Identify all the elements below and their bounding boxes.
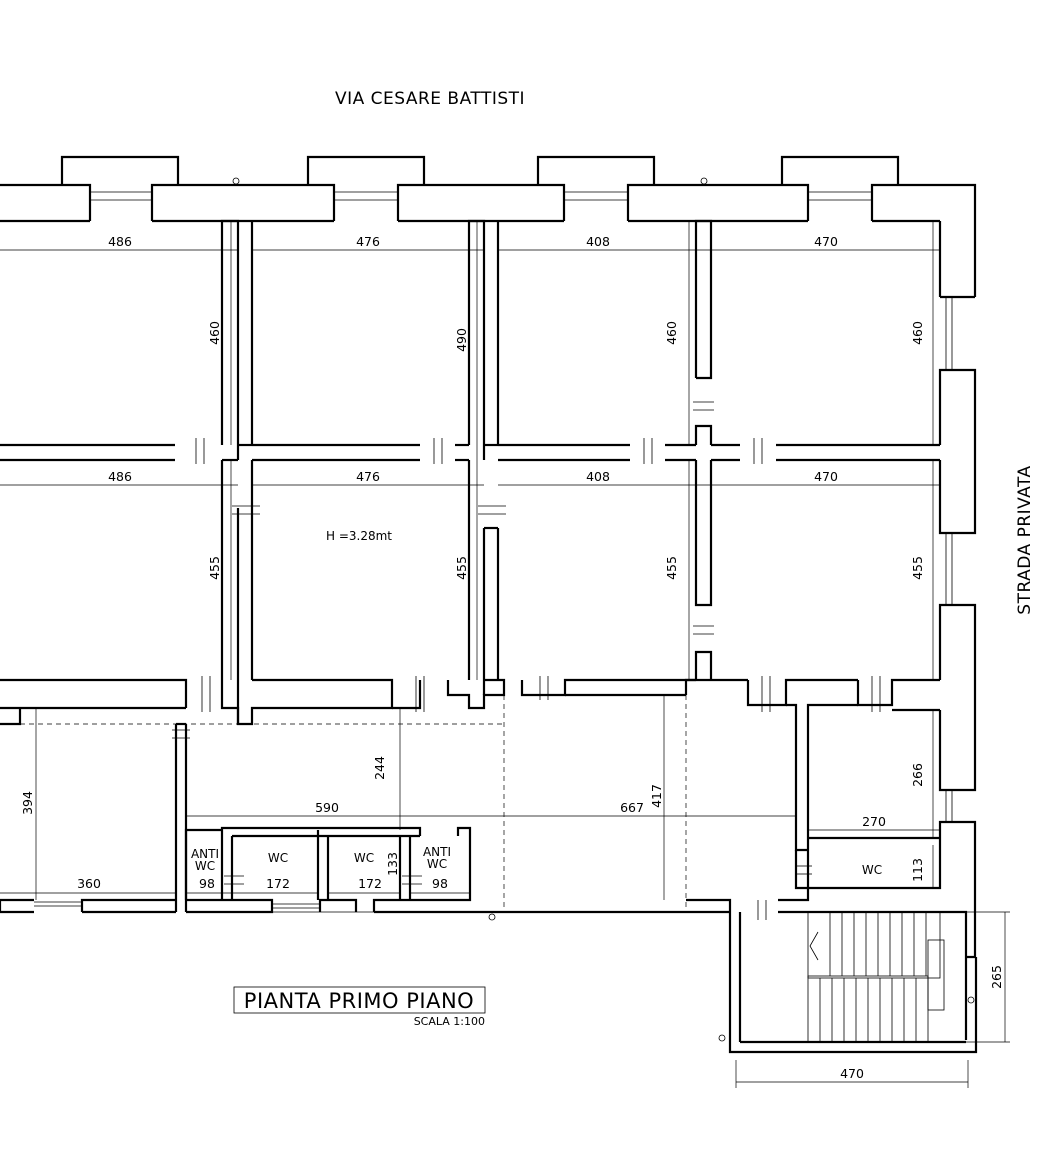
dim-se-width: 270	[862, 814, 886, 829]
dim-r2c2-height: 455	[454, 556, 469, 580]
dim-r2c4-width: 470	[814, 469, 838, 484]
room-label-anti-wc-4b: WC	[427, 857, 447, 871]
room-labels: H =3.28mt ANTI WC WC WC ANTI WC WC	[191, 529, 882, 877]
dim-stair-height: 265	[989, 965, 1004, 989]
dim-r2c1-height: 455	[207, 556, 222, 580]
dim-r2c2-width: 476	[356, 469, 380, 484]
dim-sw-height: 394	[20, 791, 35, 815]
room-label-anti-wc-4: ANTI	[423, 845, 451, 859]
dim-r2c3-width: 408	[586, 469, 610, 484]
plan-title: PIANTA PRIMO PIANO	[244, 989, 474, 1013]
dim-r1c2-height: 490	[454, 328, 469, 352]
dimension-lines	[0, 221, 1010, 1088]
room-label-wc-east: WC	[862, 863, 882, 877]
dim-r1c3-width: 408	[586, 234, 610, 249]
dim-r1c4-height: 460	[910, 321, 925, 345]
street-label-top: VIA CESARE BATTISTI	[335, 89, 525, 109]
room-label-wc-3: WC	[354, 851, 374, 865]
plan-scale: SCALA 1:100	[414, 1015, 485, 1028]
balconies	[60, 155, 900, 185]
street-label-right: STRADA PRIVATA	[1015, 465, 1035, 614]
dim-r1c4-width: 470	[814, 234, 838, 249]
dim-wc4-width: 98	[432, 876, 448, 891]
dim-r2c3-height: 455	[664, 556, 679, 580]
dim-r1c2-width: 476	[356, 234, 380, 249]
dim-corridor-height: 244	[372, 756, 387, 780]
dimension-texts: 486 476 408 470 460 490 460 460 486 476 …	[20, 234, 1004, 1081]
dim-se-height: 266	[910, 763, 925, 787]
dim-r2c1-width: 486	[108, 469, 132, 484]
dim-r1c1-width: 486	[108, 234, 132, 249]
east-wall	[808, 221, 977, 959]
staircase	[807, 911, 945, 1043]
dim-hall-height: 417	[649, 784, 664, 808]
title-block: PIANTA PRIMO PIANO SCALA 1:100	[233, 986, 486, 1028]
dim-wc1-width: 98	[199, 876, 215, 891]
wc-block-walls	[184, 826, 504, 914]
row1-walls	[0, 219, 940, 464]
room-label-anti-wc-1: ANTI	[191, 847, 219, 861]
dim-wc3-width: 172	[358, 876, 382, 891]
corridor-walls	[0, 676, 940, 912]
dim-wc3-height: 133	[385, 852, 400, 876]
se-area-walls	[488, 838, 978, 1054]
dim-r1c3-height: 460	[664, 321, 679, 345]
room-label-anti-wc-1b: WC	[195, 859, 215, 873]
dim-hall-width: 667	[620, 800, 644, 815]
dim-corridor-width: 590	[315, 800, 339, 815]
dim-r1c1-height: 460	[207, 321, 222, 345]
room-label-wc-2: WC	[268, 851, 288, 865]
dim-wc2-width: 172	[266, 876, 290, 891]
dim-wc-east-height: 113	[910, 858, 925, 882]
row2-walls	[0, 458, 940, 724]
dim-stair-width: 470	[840, 1066, 864, 1081]
height-note: H =3.28mt	[326, 529, 392, 543]
dim-r2c4-height: 455	[910, 556, 925, 580]
dim-sw-width: 360	[77, 876, 101, 891]
